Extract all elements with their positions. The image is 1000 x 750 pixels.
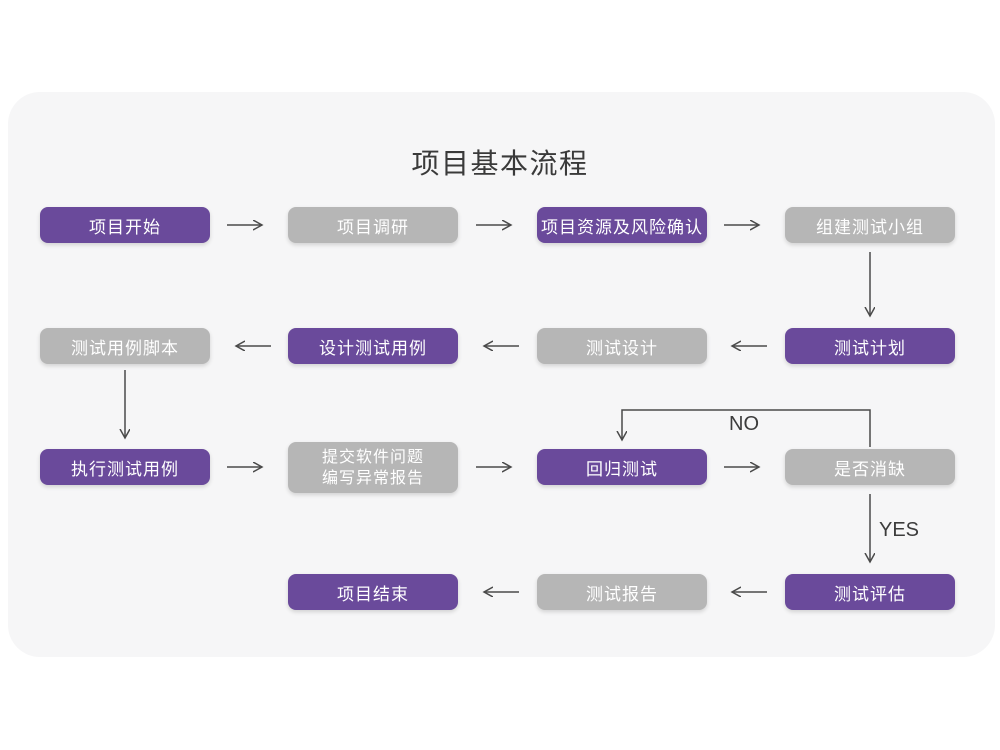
edge-label-no: NO [729,413,759,435]
node-defect-resolved: 是否消缺 [785,449,955,485]
node-project-research: 项目调研 [288,207,458,243]
node-project-start: 项目开始 [40,207,210,243]
node-design-test-cases: 设计测试用例 [288,328,458,364]
node-test-case-scripts: 测试用例脚本 [40,328,210,364]
node-line-2: 编写异常报告 [321,469,424,487]
node-build-test-team: 组建测试小组 [785,207,955,243]
node-line-1: 提交软件问题 [321,448,424,466]
node-test-design: 测试设计 [537,328,707,364]
node-test-plan: 测试计划 [785,328,955,364]
edge-label-yes: YES [879,519,920,541]
node-test-report: 测试报告 [537,574,707,610]
node-regression-test: 回归测试 [537,449,707,485]
node-execute-test-cases: 执行测试用例 [40,449,210,485]
node-test-evaluation: 测试评估 [785,574,955,610]
node-project-resources: 项目资源及风险确认 [537,207,707,243]
flowchart-card [8,92,995,657]
node-submit-issue-report: 提交软件问题 编写异常报告 [288,442,458,493]
node-project-end: 项目结束 [288,574,458,610]
page-title: 项目基本流程 [411,148,589,179]
